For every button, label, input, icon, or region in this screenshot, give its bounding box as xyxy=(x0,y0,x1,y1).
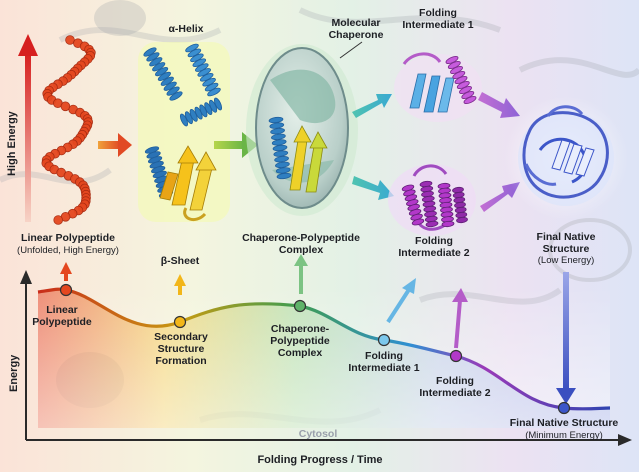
high-energy-axis-arrow xyxy=(18,34,38,222)
arrow-linear-to-secondary xyxy=(98,133,132,157)
native-structure-sublabel: (Low Energy) xyxy=(538,255,595,266)
arrow-chaperone-to-intermediate-2 xyxy=(352,176,394,200)
pointer-complex xyxy=(294,254,308,294)
alpha-helix-label: α-Helix xyxy=(168,23,203,35)
energy-axes xyxy=(20,270,632,446)
pointer-intermediate-1 xyxy=(386,278,416,324)
pointer-secondary xyxy=(174,274,186,295)
chaperone-inner-sheet xyxy=(289,125,328,193)
beta-sheet xyxy=(159,145,217,222)
cytosol-label: Cytosol xyxy=(299,428,338,440)
final-native-structure xyxy=(504,96,628,220)
alpha-helices xyxy=(143,43,223,198)
linear-polypeptide-label: Linear Polypeptide xyxy=(21,232,115,244)
pointer-linear xyxy=(60,262,72,281)
arrow-chaperone-to-intermediate-1 xyxy=(352,94,392,118)
pointer-native xyxy=(556,272,576,404)
arrow-intermediate-2-to-native xyxy=(480,182,520,212)
intermediate-2-helices xyxy=(401,180,468,228)
linear-polypeptide-beads xyxy=(41,35,96,225)
high-energy-label: High Energy xyxy=(6,110,18,176)
energy-axis-label: Energy xyxy=(8,354,20,392)
arrow-intermediate-1-to-native xyxy=(478,92,520,118)
energy-landscape xyxy=(37,286,611,428)
intermediate-1-helix xyxy=(445,56,477,104)
folding-intermediate-1 xyxy=(394,52,482,122)
chaperone-inner-helix xyxy=(268,116,292,180)
folding-progress-label: Folding Progress / Time xyxy=(257,454,382,466)
curve-label-native-sub: (Minimum Energy) xyxy=(525,430,603,441)
curve-points xyxy=(59,283,571,415)
beta-sheet-label: β-Sheet xyxy=(161,255,200,267)
pointer-intermediate-2 xyxy=(452,288,468,349)
chaperone-pointer xyxy=(339,41,363,59)
curve-label-native: Final Native Structure xyxy=(510,417,619,429)
linear-polypeptide-sublabel: (Unfolded, High Energy) xyxy=(17,245,119,256)
